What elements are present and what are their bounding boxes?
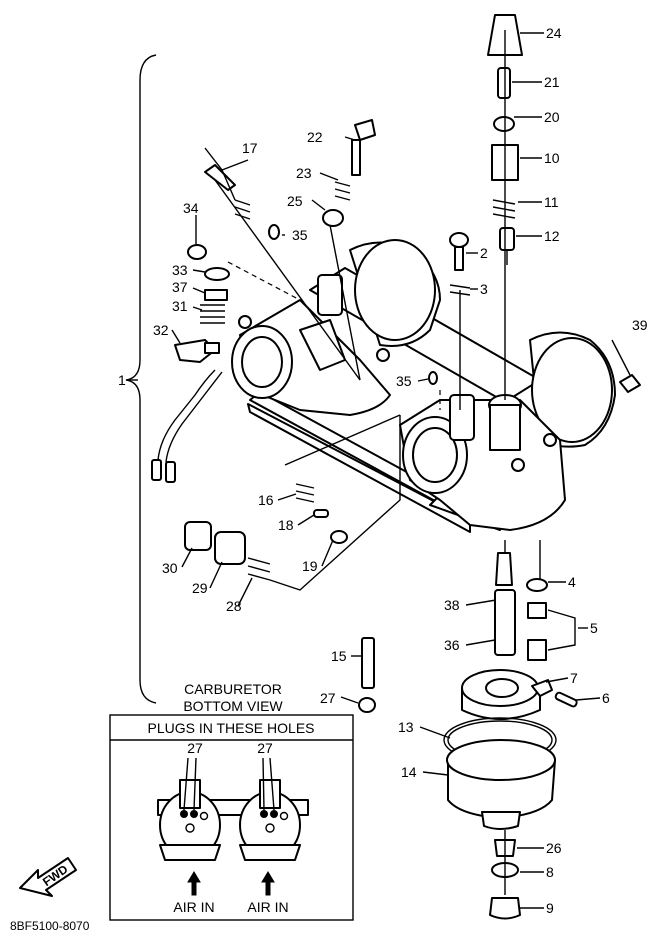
callout-31: 31: [172, 298, 188, 314]
callout-30: 30: [162, 560, 178, 576]
carburetor-body-upper: [231, 239, 441, 416]
callout-11: 11: [544, 194, 559, 210]
right-upper-stack: [428, 14, 523, 410]
callout-9: 9: [546, 900, 554, 916]
callout-36: 36: [444, 637, 460, 653]
plugs-header: PLUGS IN THESE HOLES: [147, 720, 314, 736]
callout-2: 2: [480, 245, 488, 261]
plug-label-right: 27: [257, 740, 273, 756]
callout-26: 26: [546, 840, 562, 856]
leader-lines: [128, 32, 631, 909]
main-jets: [526, 578, 576, 661]
bottom-view-title-line2: BOTTOM VIEW: [183, 698, 283, 714]
float-bowl: [443, 669, 578, 920]
callout-35-upper: 35: [292, 227, 308, 243]
diagram-code: 8BF5100-8070: [10, 919, 90, 933]
callout-numbers: 1 2 3 4 5 6 7 8 9 10 11 12 13 14 15 16 1…: [118, 25, 648, 916]
air-in-right: AIR IN: [247, 899, 288, 915]
callout-20: 20: [544, 109, 560, 125]
callout-1: 1: [118, 372, 126, 388]
bottom-view-title-line1: CARBURETOR: [184, 681, 282, 697]
callout-29: 29: [192, 580, 208, 596]
callout-34: 34: [183, 200, 199, 216]
jet-parts: [358, 540, 541, 713]
callout-8: 8: [546, 864, 554, 880]
callout-10: 10: [544, 150, 560, 166]
callout-35-lower: 35: [396, 373, 412, 389]
callout-19: 19: [302, 558, 318, 574]
assembly-bracket: [125, 54, 157, 704]
callout-13: 13: [398, 719, 414, 735]
callout-16: 16: [258, 492, 274, 508]
air-in-left: AIR IN: [173, 899, 214, 915]
callout-38: 38: [444, 597, 460, 613]
left-small-parts: [187, 244, 301, 324]
carburetor-body-lower: [399, 331, 616, 531]
callout-18: 18: [278, 517, 294, 533]
callout-37: 37: [172, 279, 188, 295]
callout-14: 14: [401, 764, 417, 780]
callout-4: 4: [568, 574, 576, 590]
fuel-hose-assembly: [151, 339, 223, 483]
callout-21: 21: [544, 74, 560, 90]
bottom-view-text: CARBURETOR BOTTOM VIEW PLUGS IN THESE HO…: [147, 681, 314, 915]
callout-23: 23: [296, 165, 312, 181]
callout-12: 12: [544, 228, 560, 244]
callout-33: 33: [172, 262, 188, 278]
part-39-plug: [619, 374, 641, 393]
bottom-view-panel: [109, 714, 354, 921]
callout-39: 39: [632, 317, 648, 333]
callout-28: 28: [226, 598, 242, 614]
callout-15: 15: [331, 648, 347, 664]
callout-3: 3: [480, 281, 488, 297]
pilot-screws: [204, 119, 376, 381]
fwd-arrow: FWD: [19, 857, 77, 897]
callout-17: 17: [242, 140, 258, 156]
callout-32: 32: [153, 322, 169, 338]
left-lower-parts: [184, 414, 401, 591]
callout-7: 7: [570, 670, 578, 686]
callout-6: 6: [602, 690, 610, 706]
callout-25: 25: [287, 193, 303, 209]
plug-label-left: 27: [187, 740, 203, 756]
callout-27: 27: [320, 690, 336, 706]
callout-5: 5: [590, 620, 598, 636]
callout-22: 22: [307, 129, 323, 145]
callout-24: 24: [546, 25, 562, 41]
